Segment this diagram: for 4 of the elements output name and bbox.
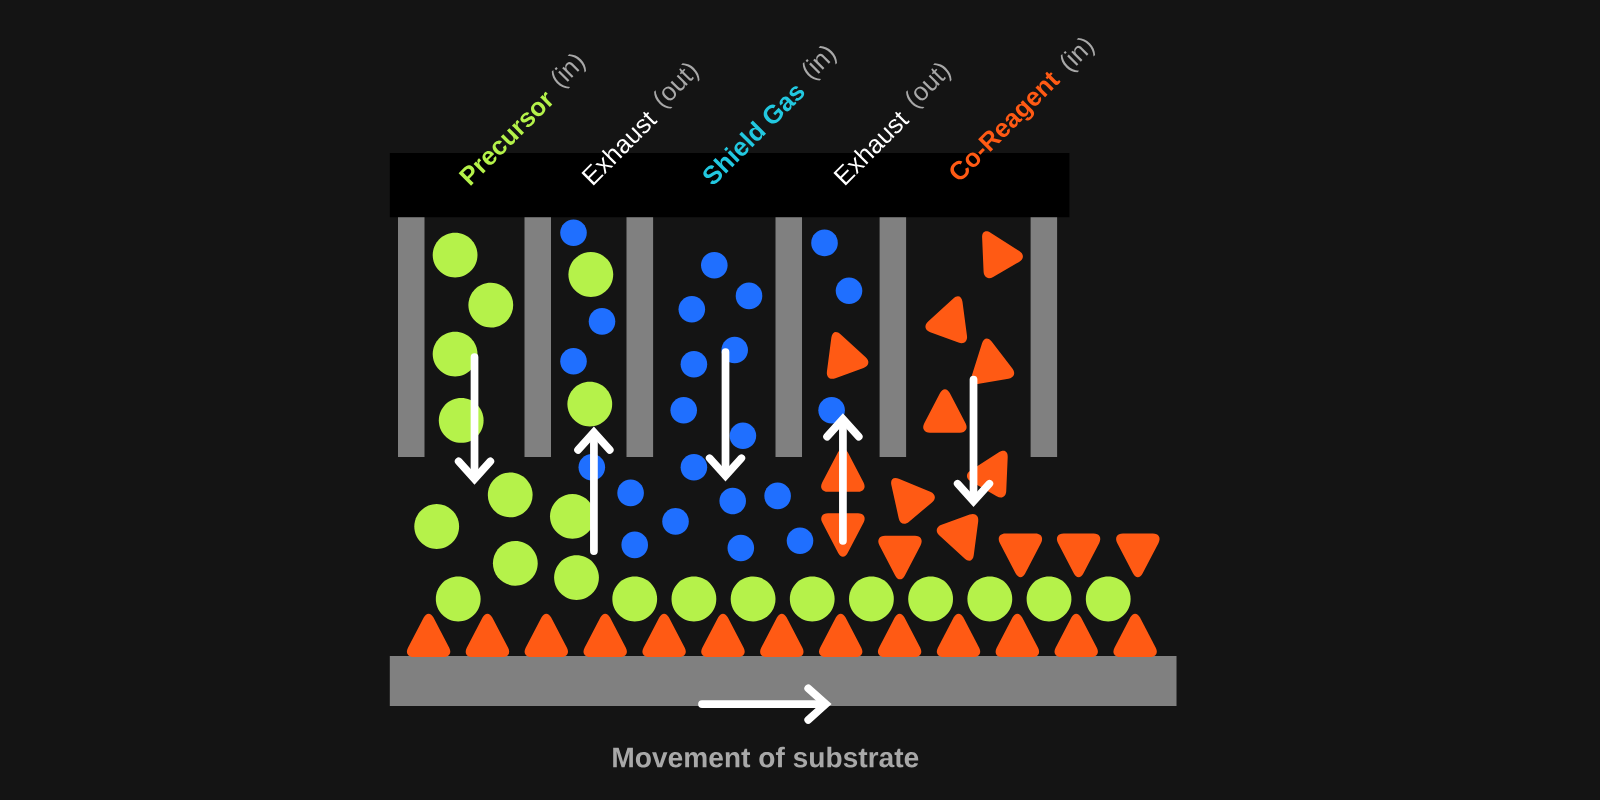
caption: Movement of substrate	[613, 746, 919, 768]
flow-direction-label: (in)	[1060, 38, 1096, 73]
flow-direction-label: (in)	[802, 46, 838, 81]
flow-direction-label: (in)	[551, 54, 587, 89]
